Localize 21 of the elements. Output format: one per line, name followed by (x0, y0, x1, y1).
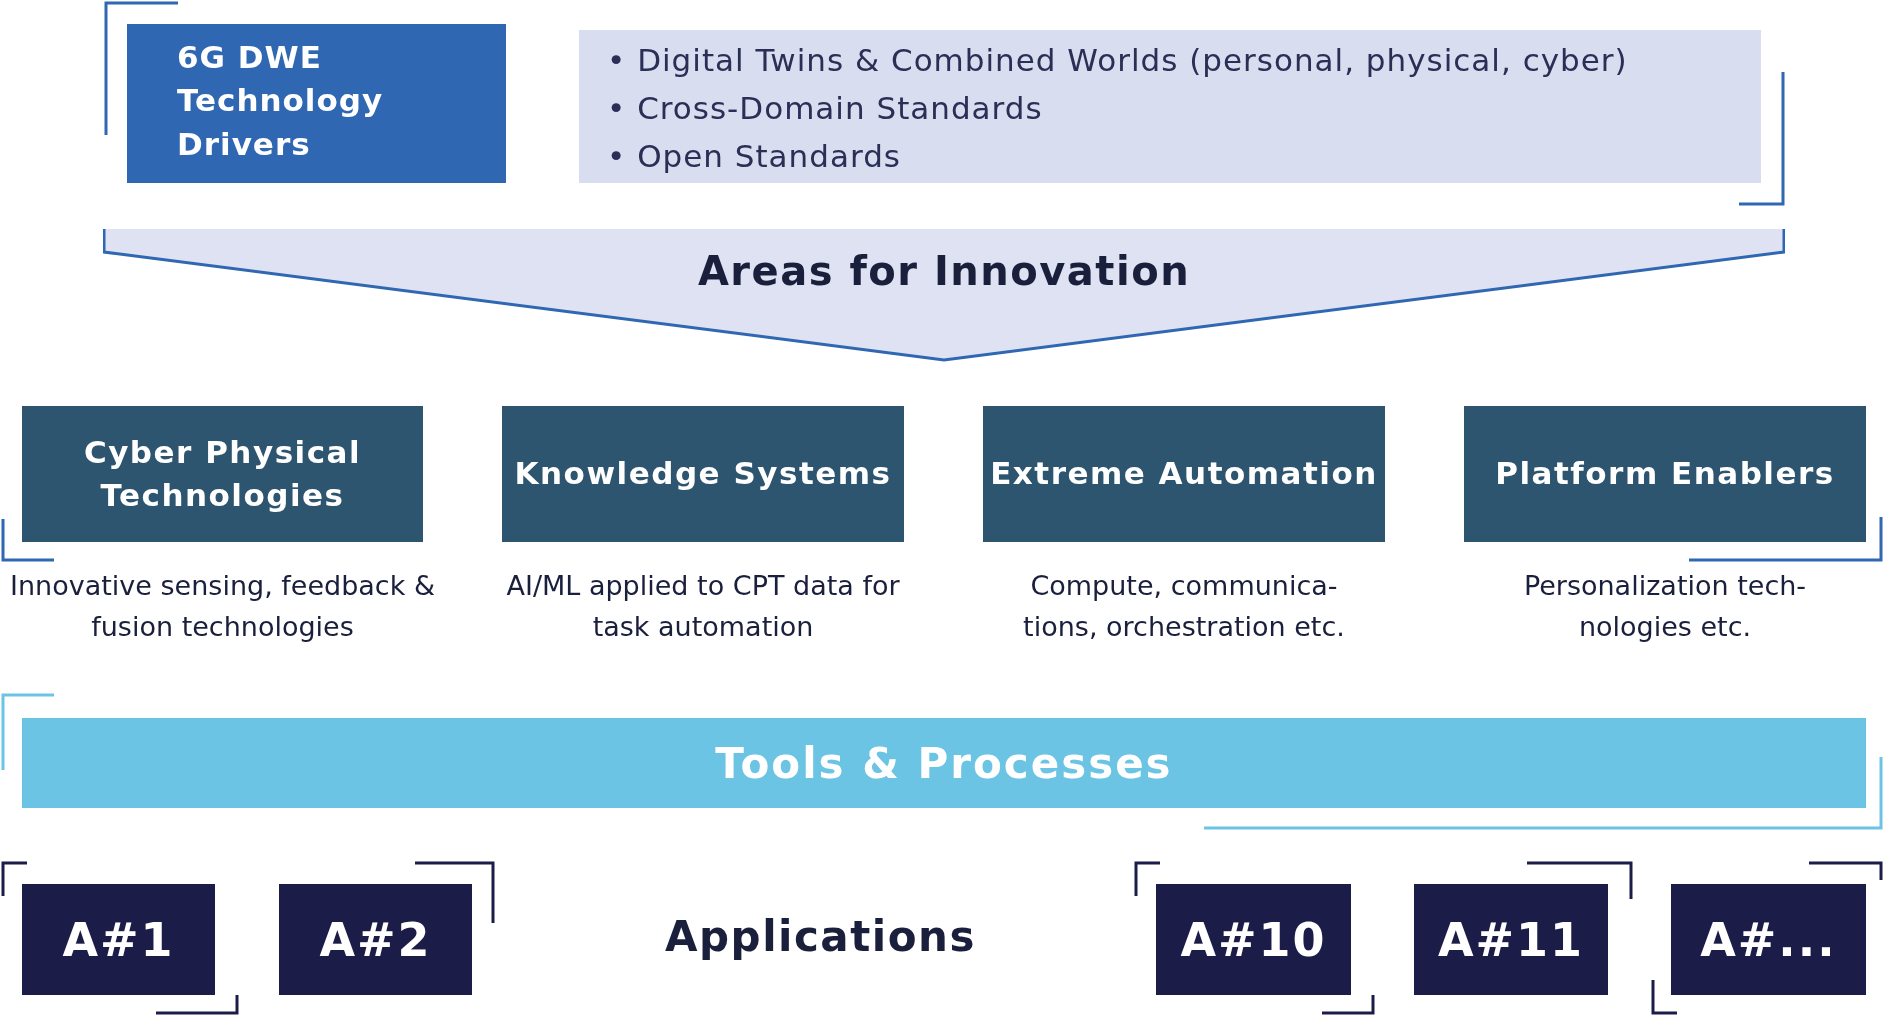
application-box: A#... (1671, 884, 1866, 995)
bullet-item: • Cross-Domain Standards (607, 89, 1044, 129)
section-heading: Areas for Innovation (697, 248, 1191, 294)
bullet-item: • Digital Twins & Combined Worlds (personal, physical, cyber) (607, 41, 1629, 80)
application-box: A#10 (1156, 884, 1351, 995)
description-text: Personalization tech-nologies etc. (1522, 569, 1808, 644)
section-label: Applications (665, 912, 976, 961)
application-box: A#1 (22, 884, 215, 995)
bullet-item: • Open Standards (607, 137, 902, 177)
application-box: A#11 (1414, 884, 1608, 995)
tools-bar: Tools & Processes (22, 718, 1866, 808)
description-text: Innovative sensing, feedback & fusion technologies (9, 569, 436, 644)
title-box: 6G DWE Technology Drivers (127, 24, 506, 183)
area-box: Platform Enablers (1464, 406, 1866, 542)
application-box: A#2 (279, 884, 472, 995)
bullet-list-panel (579, 30, 1761, 183)
area-box: Extreme Automation (983, 406, 1385, 542)
area-box: Knowledge Systems (502, 406, 904, 542)
description-text: AI/ML applied to CPT data for task automation (505, 569, 901, 644)
area-box: Cyber Physical Technologies (22, 406, 423, 542)
description-text: Compute, communica-tions, orchestration etc. (1022, 569, 1346, 644)
